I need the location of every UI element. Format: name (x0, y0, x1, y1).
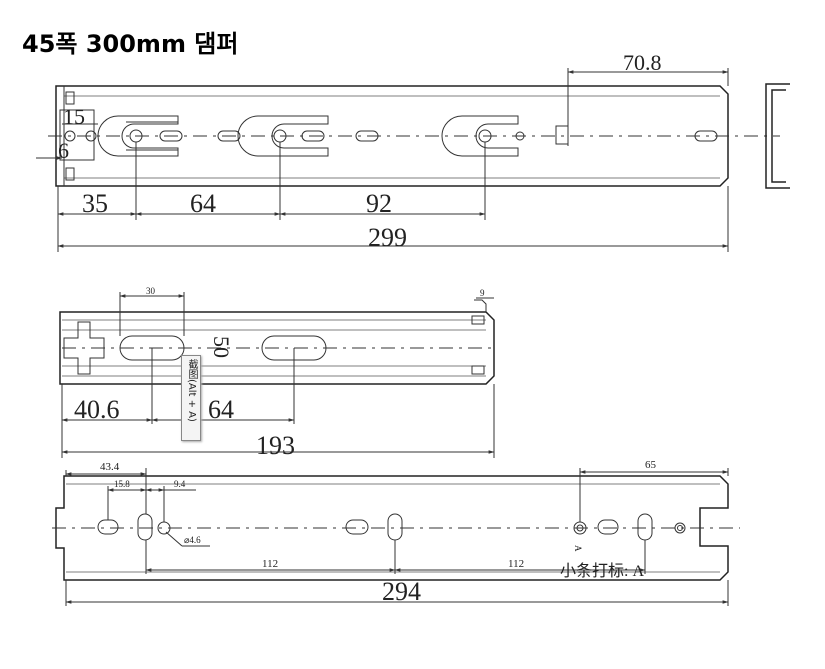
mark-a: A (573, 545, 583, 552)
screenshot-tooltip: 截图(Alt + A) (181, 355, 201, 441)
page-title: 45폭 300mm 댐퍼 (22, 30, 239, 58)
dim-64: 64 (190, 189, 216, 218)
view-top: 70.8 15 6 35 64 92 299 (36, 50, 790, 252)
mount-hole-group-2 (237, 115, 329, 157)
dim-65: 65 (645, 459, 657, 471)
dim-15-8: 15.8 (114, 479, 130, 489)
dim-112-left: 112 (262, 558, 278, 570)
end-profile (765, 83, 790, 189)
rail-outline-bottom (55, 475, 729, 581)
slot-3 (694, 130, 718, 142)
cross-hole (63, 321, 105, 375)
mount-hole-group-1 (97, 115, 183, 157)
marking-note: 小条打标: A (560, 562, 644, 580)
dim-50: 50 (209, 336, 234, 358)
tooltip-label: 截图(Alt + A) (186, 359, 197, 422)
dim-64-b: 64 (208, 395, 234, 424)
rail-outline-top (55, 85, 729, 187)
dim-299: 299 (368, 223, 407, 252)
slot-2 (355, 130, 379, 142)
view-middle: 30 9 50 40.6 64 193 (59, 286, 495, 460)
dim-9: 9 (480, 288, 485, 298)
slot-1 (217, 130, 241, 142)
dim-35: 35 (82, 189, 108, 218)
square-hole (555, 125, 569, 145)
dim-6: 6 (58, 138, 69, 163)
dim-70-8: 70.8 (623, 50, 662, 75)
dim-193: 193 (256, 431, 295, 460)
dim-40-6: 40.6 (74, 395, 120, 424)
dim-43-4: 43.4 (100, 461, 120, 473)
dim-92: 92 (366, 189, 392, 218)
dim-112-right: 112 (508, 558, 524, 570)
dim-294: 294 (382, 577, 421, 606)
dim-15: 15 (63, 104, 85, 129)
dim-30: 30 (146, 286, 156, 296)
dim-9-4: 9.4 (174, 479, 186, 489)
view-bottom: 43.4 15.8 9.4 ⌀4.6 65 A 112 112 294 小条打标… (52, 459, 740, 606)
dim-dia-4-6: ⌀4.6 (184, 535, 201, 545)
